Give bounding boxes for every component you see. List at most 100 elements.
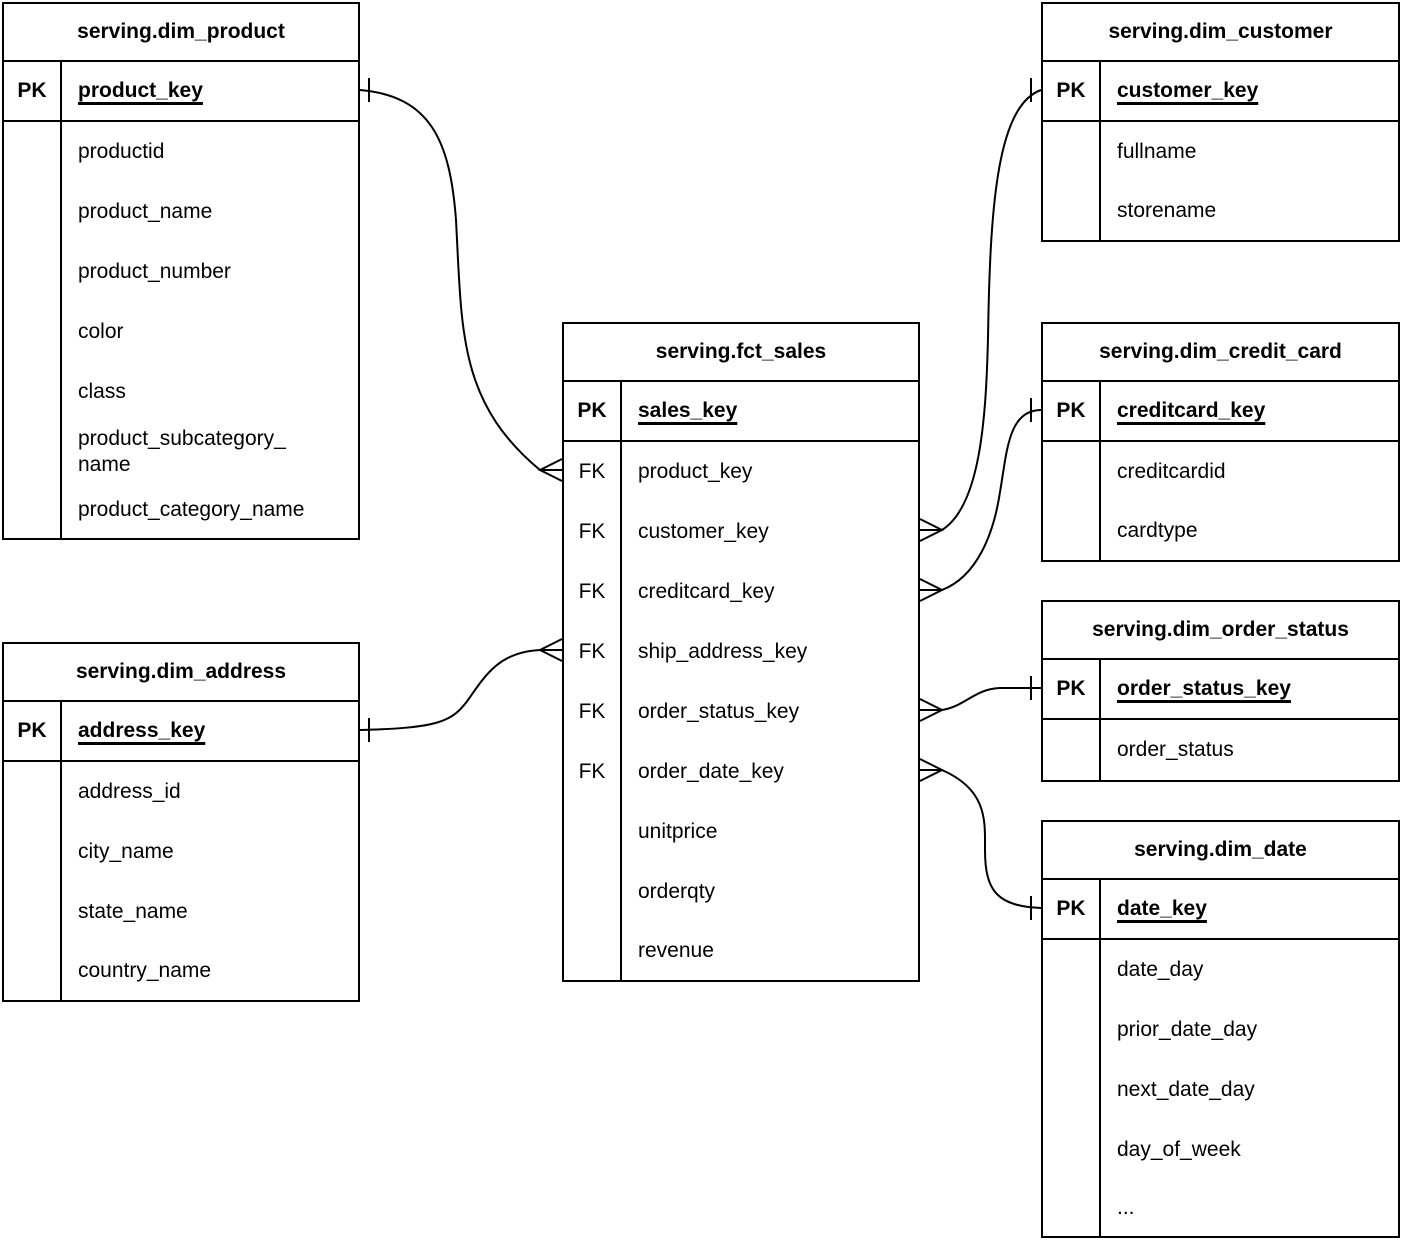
table-title: serving.dim_product — [4, 4, 358, 62]
table-dim-address: serving.dim_address PK address_key addre… — [2, 642, 360, 1002]
row-key-label — [564, 802, 622, 862]
row-key-label — [1043, 1000, 1101, 1060]
field-name: storename — [1117, 199, 1217, 222]
field-row: product_subcategory_ name — [4, 422, 358, 482]
field-name: productid — [78, 140, 165, 163]
pk-badge: PK — [1043, 62, 1101, 120]
row-key-label — [1043, 502, 1101, 560]
pk-badge: PK — [4, 62, 62, 120]
pk-field-name: order_status_key — [1117, 677, 1291, 700]
relationship-wire — [359, 89, 541, 471]
pk-field-name: creditcard_key — [1117, 399, 1266, 422]
table-dim-product: serving.dim_product PK product_key produ… — [2, 2, 360, 540]
field-name: revenue — [638, 939, 714, 962]
field-row: creditcardid — [1043, 442, 1398, 502]
field-name: class — [78, 380, 126, 403]
row-key-label — [4, 882, 62, 942]
field-row: city_name — [4, 822, 358, 882]
relationship-creditcard — [919, 398, 1042, 602]
relationship-wire — [941, 769, 1042, 909]
field-row: date_day — [1043, 940, 1398, 1000]
pk-row: PK product_key — [4, 62, 358, 122]
row-key-label: FK — [564, 622, 622, 682]
field-name: unitprice — [638, 820, 718, 843]
relationship-ship-address — [359, 638, 563, 742]
field-name: next_date_day — [1117, 1078, 1255, 1101]
field-name: creditcard_key — [638, 580, 775, 603]
row-key-label — [4, 122, 62, 182]
row-key-label — [564, 922, 622, 980]
crows-foot-many-icon — [919, 518, 945, 542]
table-body: address_id city_name state_name country_… — [4, 762, 358, 1000]
field-name: ... — [1117, 1196, 1135, 1219]
row-key-label — [4, 822, 62, 882]
table-title: serving.dim_order_status — [1043, 602, 1398, 660]
table-body: fullname storename — [1043, 122, 1398, 240]
field-name: ship_address_key — [638, 640, 808, 663]
row-key-label — [1043, 442, 1101, 502]
field-row: class — [4, 362, 358, 422]
row-key-label — [4, 182, 62, 242]
field-row: FK order_status_key — [564, 682, 918, 742]
relationship-customer — [919, 78, 1042, 542]
field-row: prior_date_day — [1043, 1000, 1398, 1060]
field-name: color — [78, 320, 124, 343]
crows-foot-many-icon — [919, 758, 945, 782]
field-row: FK creditcard_key — [564, 562, 918, 622]
row-key-label: FK — [564, 682, 622, 742]
row-key-label — [4, 422, 62, 482]
field-row: fullname — [1043, 122, 1398, 182]
pk-row: PK order_status_key — [1043, 660, 1398, 720]
table-title: serving.dim_credit_card — [1043, 324, 1398, 382]
field-row: revenue — [564, 922, 918, 980]
table-body: creditcardid cardtype — [1043, 442, 1398, 560]
field-row: product_category_name — [4, 482, 358, 538]
field-row: order_status — [1043, 720, 1398, 780]
field-name: city_name — [78, 840, 174, 863]
field-name: product_number — [78, 260, 231, 283]
relationship-wire — [941, 409, 1042, 591]
table-title: serving.dim_customer — [1043, 4, 1398, 62]
pk-row: PK creditcard_key — [1043, 382, 1398, 442]
field-row: orderqty — [564, 862, 918, 922]
table-dim-credit-card: serving.dim_credit_card PK creditcard_ke… — [1041, 322, 1400, 562]
row-key-label: FK — [564, 442, 622, 502]
field-row: address_id — [4, 762, 358, 822]
table-dim-customer: serving.dim_customer PK customer_key ful… — [1041, 2, 1400, 242]
row-key-label — [1043, 1120, 1101, 1180]
field-row: storename — [1043, 182, 1398, 240]
row-key-label — [1043, 182, 1101, 240]
field-name: creditcardid — [1117, 460, 1226, 483]
field-row: cardtype — [1043, 502, 1398, 560]
pk-row: PK customer_key — [1043, 62, 1398, 122]
field-name: orderqty — [638, 880, 716, 903]
row-key-label — [1043, 1180, 1101, 1236]
field-row: FK ship_address_key — [564, 622, 918, 682]
table-body: date_day prior_date_day next_date_day da… — [1043, 940, 1398, 1236]
field-name: day_of_week — [1117, 1138, 1241, 1161]
table-title: serving.fct_sales — [564, 324, 918, 382]
relationship-order-status — [919, 676, 1041, 722]
row-key-label — [1043, 720, 1101, 780]
crows-foot-many-icon — [537, 458, 563, 482]
relationship-order-date — [919, 758, 1042, 920]
field-row: product_number — [4, 242, 358, 302]
field-name: customer_key — [638, 520, 769, 543]
pk-row: PK date_key — [1043, 880, 1398, 940]
field-row: country_name — [4, 942, 358, 1000]
table-dim-order-status: serving.dim_order_status PK order_status… — [1041, 600, 1400, 782]
field-name: order_date_key — [638, 760, 784, 783]
relationship-wire — [359, 649, 541, 731]
field-name: product_category_name — [78, 498, 305, 521]
field-row: state_name — [4, 882, 358, 942]
field-row: color — [4, 302, 358, 362]
field-name: product_name — [78, 200, 213, 223]
pk-badge: PK — [1043, 660, 1101, 718]
row-key-label — [4, 362, 62, 422]
table-body: productid product_name product_number co… — [4, 122, 358, 538]
field-name: order_status_key — [638, 700, 800, 723]
row-key-label: FK — [564, 562, 622, 622]
